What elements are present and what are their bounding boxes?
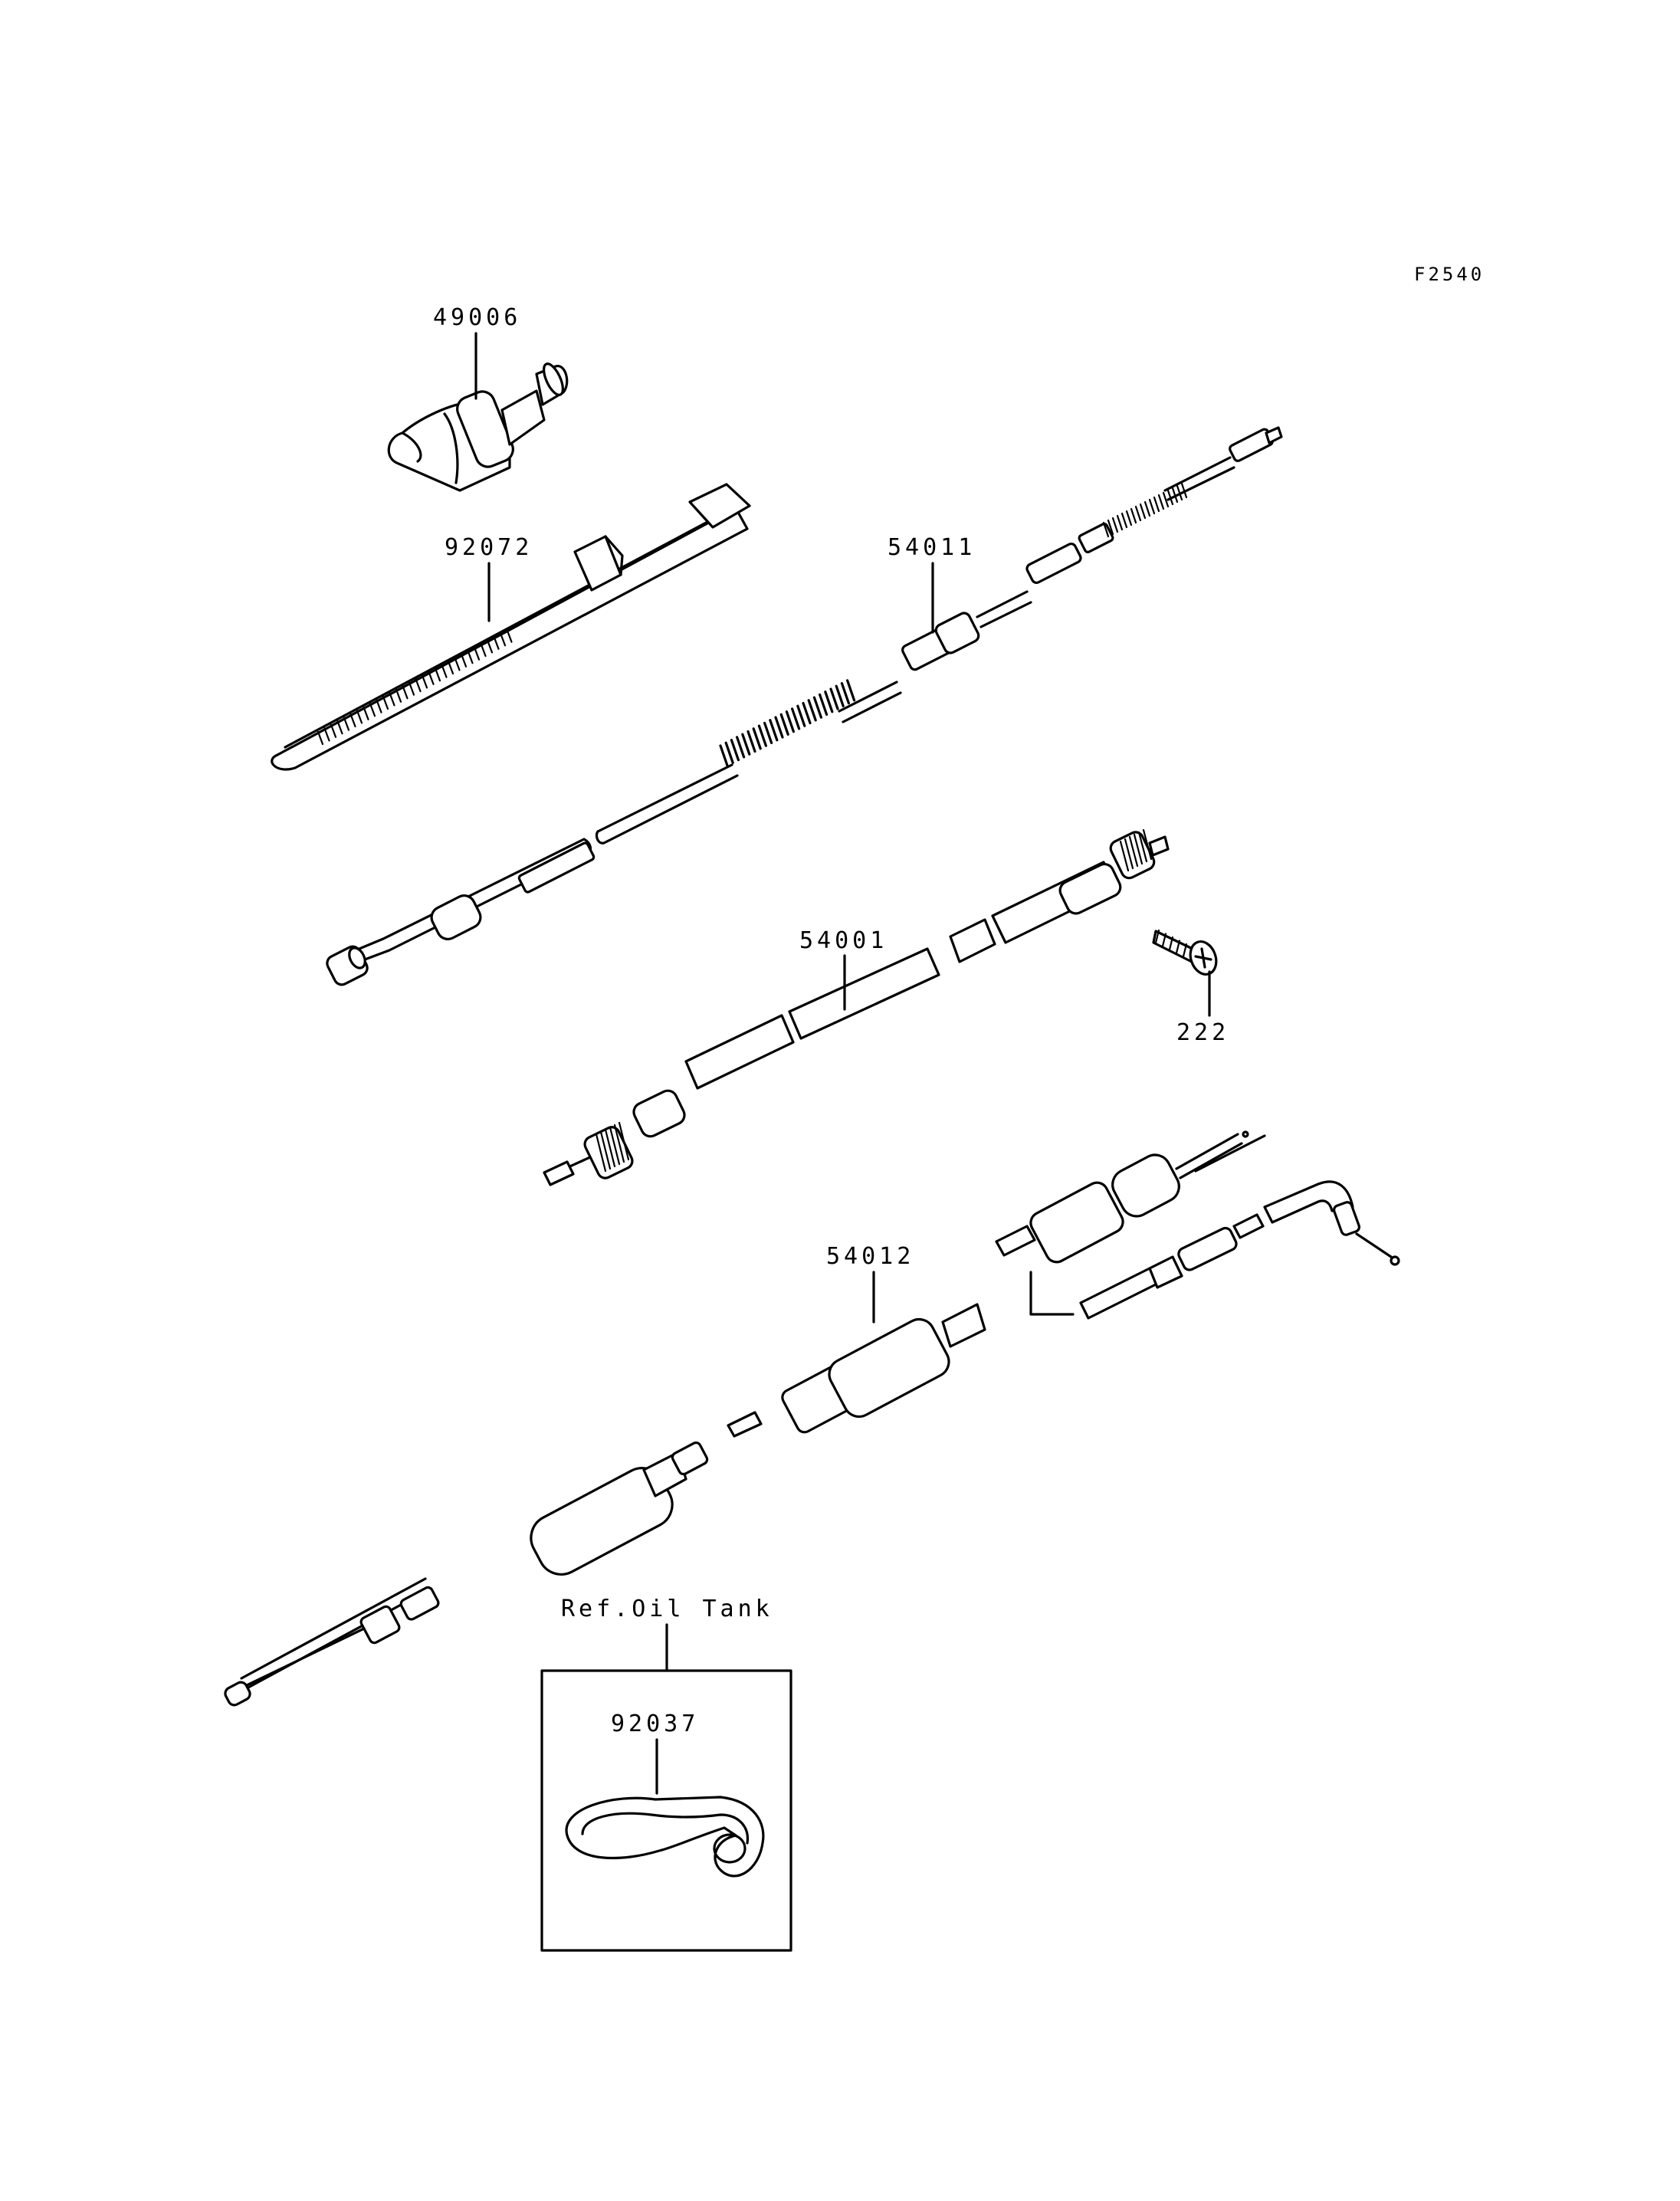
part-number-54011: 54011 bbox=[888, 534, 976, 561]
part-number-49006: 49006 bbox=[433, 304, 522, 331]
leader-lines bbox=[474, 332, 1211, 1795]
part-number-92072: 92072 bbox=[445, 534, 533, 561]
throttle-cable-drawing bbox=[224, 1130, 1400, 1707]
clamp-drawing bbox=[540, 1669, 792, 1952]
part-number-92037: 92037 bbox=[611, 1711, 700, 1737]
band-drawing bbox=[271, 483, 751, 771]
speedometer-cable-drawing bbox=[543, 828, 1170, 1186]
part-number-54001: 54001 bbox=[799, 927, 888, 954]
part-number-222: 222 bbox=[1176, 1019, 1230, 1046]
part-number-54012: 54012 bbox=[826, 1243, 915, 1270]
clutch-cable-drawing bbox=[326, 426, 1283, 986]
figure-code: F2540 bbox=[1414, 264, 1485, 285]
screw-drawing bbox=[1152, 929, 1218, 976]
grip-drawing bbox=[387, 362, 569, 492]
ref-oil-tank-caption: Ref.Oil Tank bbox=[561, 1596, 773, 1622]
